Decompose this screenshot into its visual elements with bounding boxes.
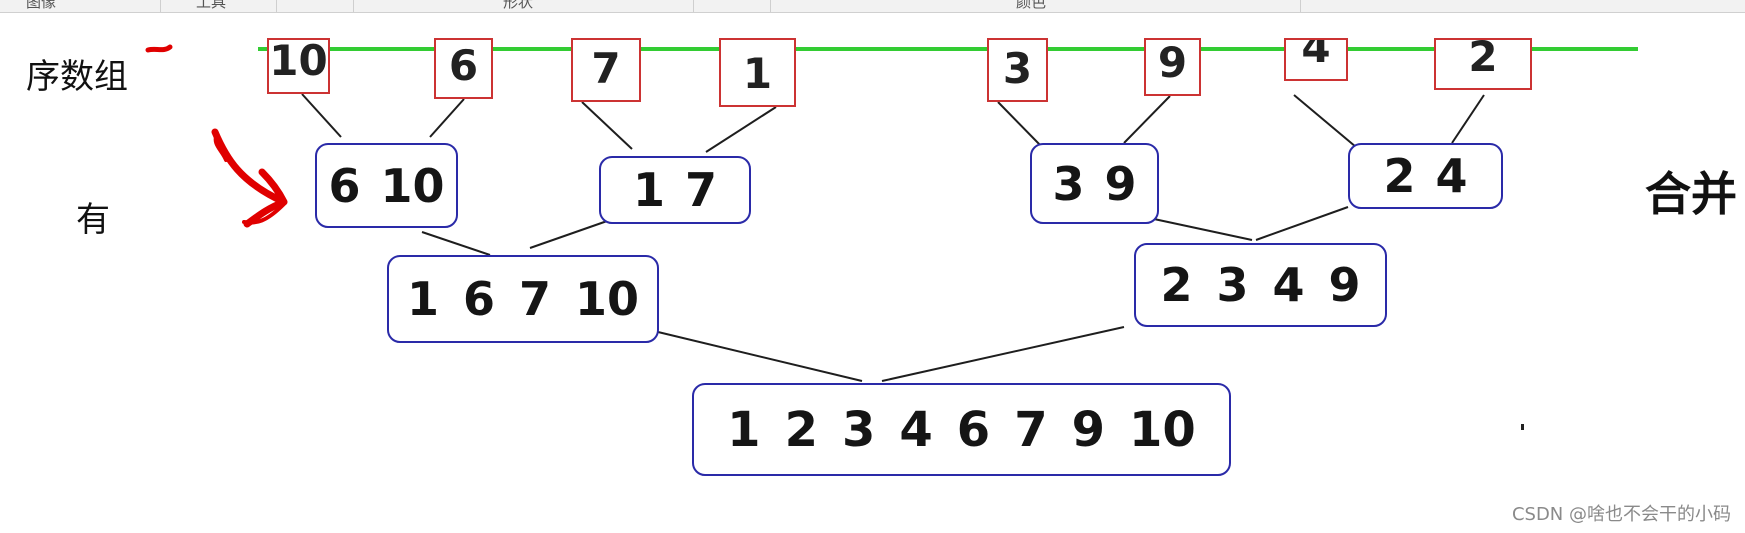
node-value: 1: [406, 272, 439, 326]
node-value: 9: [1328, 258, 1361, 312]
edge-leaf1-to-node1: [301, 93, 342, 138]
leaf-box-8: 2: [1434, 38, 1532, 90]
toolbar-divider: [693, 0, 694, 12]
node-value: 2: [784, 401, 818, 458]
toolbar-divider: [160, 0, 161, 12]
top-toolbar-strip: 图像 工具 形状 颜色: [0, 0, 1745, 13]
merge-node-level1-2: 1 7: [599, 156, 751, 224]
leaf-box-2: 6: [434, 38, 493, 99]
edge-leaf3-to-node2: [581, 101, 633, 150]
node-value: 10: [1129, 401, 1196, 458]
leaf-box-1: 10: [267, 38, 330, 94]
leaf-box-6: 9: [1144, 38, 1201, 96]
tiny-dot: [1521, 424, 1524, 430]
toolbar-divider: [276, 0, 277, 12]
edge-node5-to-root: [657, 331, 863, 382]
node-value: 6: [956, 401, 991, 458]
node-value: 7: [685, 163, 718, 217]
leaf-box-4: 1: [719, 38, 796, 107]
edge-leaf2-to-node1: [429, 98, 465, 138]
node-value: 6: [462, 272, 495, 326]
leaf-box-5: 3: [987, 38, 1048, 102]
edge-node3-to-node6: [1153, 218, 1253, 241]
node-value: 7: [1014, 401, 1048, 458]
edge-node2-to-node5: [529, 219, 611, 249]
node-value: 3: [1052, 156, 1085, 211]
edge-node1-to-node5: [421, 231, 491, 256]
node-value: 7: [519, 272, 552, 326]
edge-leaf6-to-node3: [1123, 95, 1171, 144]
node-value: 4: [1272, 258, 1305, 312]
edge-leaf7-to-node4: [1293, 94, 1357, 148]
merge-node-level1-4: 2 4: [1348, 143, 1503, 209]
red-arrow-icon: [211, 128, 288, 228]
node-value: 1: [727, 401, 761, 458]
merge-node-level1-1: 6 10: [315, 143, 458, 228]
label-you: 有: [76, 200, 110, 240]
toolbar-item-shapes[interactable]: 形状: [503, 0, 534, 11]
node-value: 6: [328, 158, 361, 213]
edge-leaf8-to-node4: [1451, 94, 1485, 144]
label-sequence-array: 序数组: [26, 57, 128, 97]
merge-node-level2-2: 2 3 4 9: [1134, 243, 1387, 327]
leaf-box-3: 7: [571, 38, 641, 102]
csdn-watermark: CSDN @啥也不会干的小码: [1511, 504, 1731, 525]
node-value: 2: [1160, 258, 1193, 312]
red-squiggle-icon: [145, 44, 173, 53]
node-value: 9: [1104, 156, 1137, 211]
toolbar-item-image[interactable]: 图像: [26, 0, 57, 11]
leaf-box-7: 4: [1284, 38, 1348, 81]
edge-node6-to-root: [881, 326, 1125, 382]
node-value: 4: [899, 401, 933, 458]
merge-node-level1-3: 3 9: [1030, 143, 1159, 224]
edge-leaf4-to-node2: [705, 106, 777, 153]
node-value: 10: [380, 158, 445, 213]
toolbar-divider: [1300, 0, 1301, 12]
node-value: 1: [632, 163, 665, 217]
node-value: 4: [1435, 149, 1468, 203]
merge-node-root: 1 2 3 4 6 7 9 10: [692, 383, 1231, 476]
toolbar-divider: [770, 0, 771, 12]
merge-node-level2-1: 1 6 7 10: [387, 255, 659, 343]
edge-leaf5-to-node3: [997, 101, 1043, 148]
node-value: 3: [1216, 258, 1249, 312]
toolbar-divider: [353, 0, 354, 12]
edge-node4-to-node6: [1255, 206, 1349, 241]
red-arrow-tail-icon: [213, 132, 286, 225]
node-value: 9: [1071, 401, 1106, 458]
green-divider-line: [258, 47, 1638, 51]
node-value: 10: [575, 272, 640, 326]
toolbar-item-colors[interactable]: 颜色: [1016, 0, 1047, 11]
node-value: 2: [1383, 149, 1416, 203]
node-value: 3: [841, 401, 876, 458]
label-merge: 合并: [1645, 167, 1737, 221]
toolbar-item-tools[interactable]: 工具: [196, 0, 227, 11]
